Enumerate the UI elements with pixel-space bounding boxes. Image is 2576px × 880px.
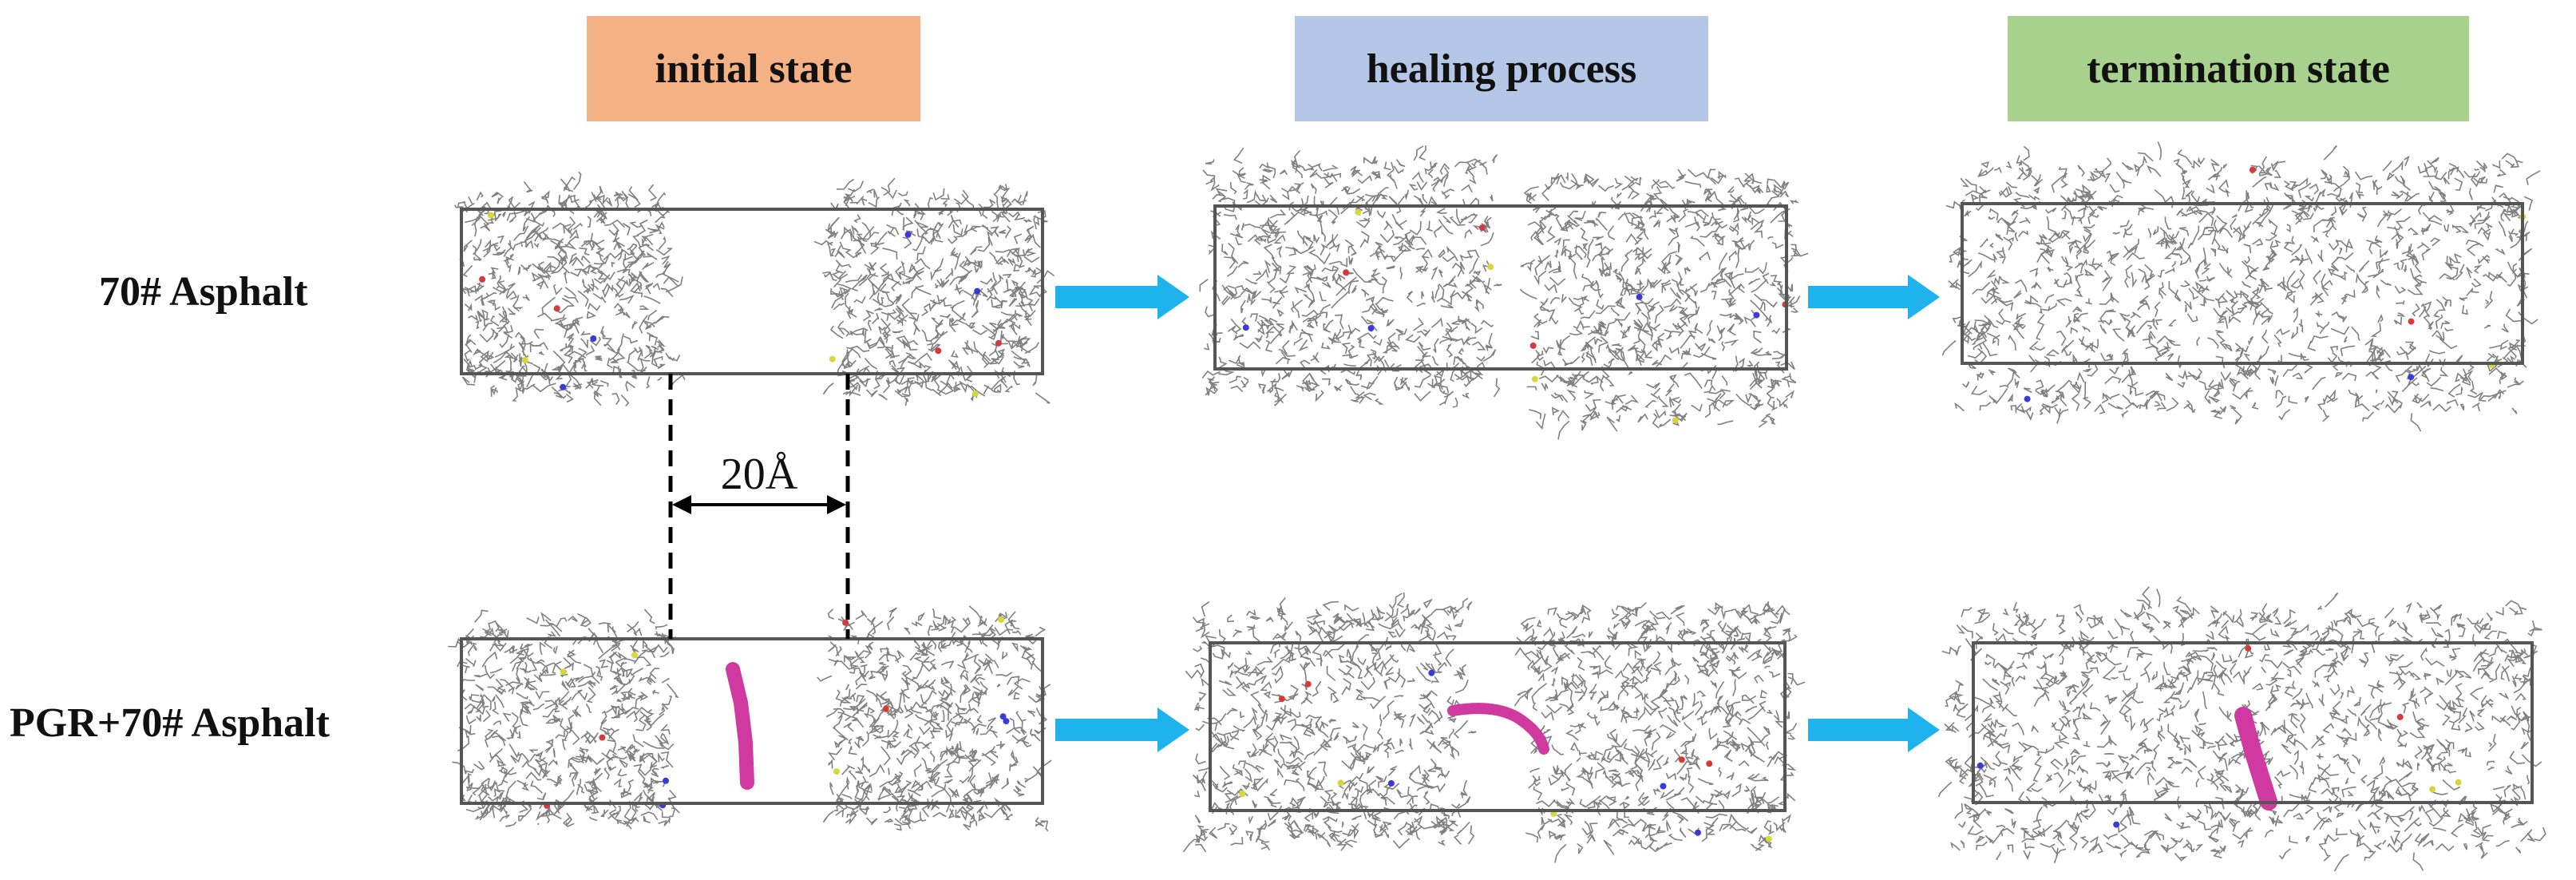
row-label-pgr-70-asphalt: PGR+70# Asphalt <box>10 700 330 746</box>
asphalt-right-initial-pgr <box>817 605 1052 832</box>
asphalt-left-healing-pgr <box>1182 592 1477 853</box>
gap-label: 20Å <box>721 450 798 499</box>
asphalt-right-initial-70 <box>813 177 1055 406</box>
asphalt-right-healing-70 <box>1519 168 1809 440</box>
flow-arrows <box>1055 275 1940 752</box>
header-termination-state: termination state <box>2008 16 2469 121</box>
asphalt-right-healing-pgr <box>1514 601 1806 863</box>
sim-box-termination-70 <box>1961 202 2524 365</box>
pgr-molecule-termination <box>2234 707 2277 811</box>
asphalt-termination-70 <box>1941 141 2541 432</box>
flow-arrow-row2-b <box>1808 708 1940 752</box>
pgr-molecule-initial <box>726 662 754 790</box>
asphalt-left-healing-70 <box>1199 145 1502 408</box>
asphalt-left-initial-70 <box>454 171 686 406</box>
flow-arrow-row1-a <box>1055 275 1189 319</box>
asphalt-termination-pgr <box>1937 586 2546 872</box>
sim-box-healing-pgr <box>1209 641 1787 812</box>
row-label-70-asphalt: 70# Asphalt <box>99 269 308 315</box>
sim-box-termination-pgr <box>1972 641 2534 804</box>
sim-box-initial-70 <box>460 208 1044 375</box>
pgr-molecule-healing <box>1447 703 1549 755</box>
header-initial-state: initial state <box>587 16 920 121</box>
sim-box-initial-pgr <box>460 637 1044 805</box>
molecular-models <box>448 141 2546 872</box>
header-healing-process: healing process <box>1295 16 1708 121</box>
sim-box-healing-70 <box>1213 204 1788 371</box>
flow-arrow-row2-a <box>1055 708 1189 752</box>
gap-dimension-arrow <box>672 495 846 514</box>
flow-arrow-row1-b <box>1808 275 1940 319</box>
asphalt-left-initial-pgr <box>448 608 680 830</box>
